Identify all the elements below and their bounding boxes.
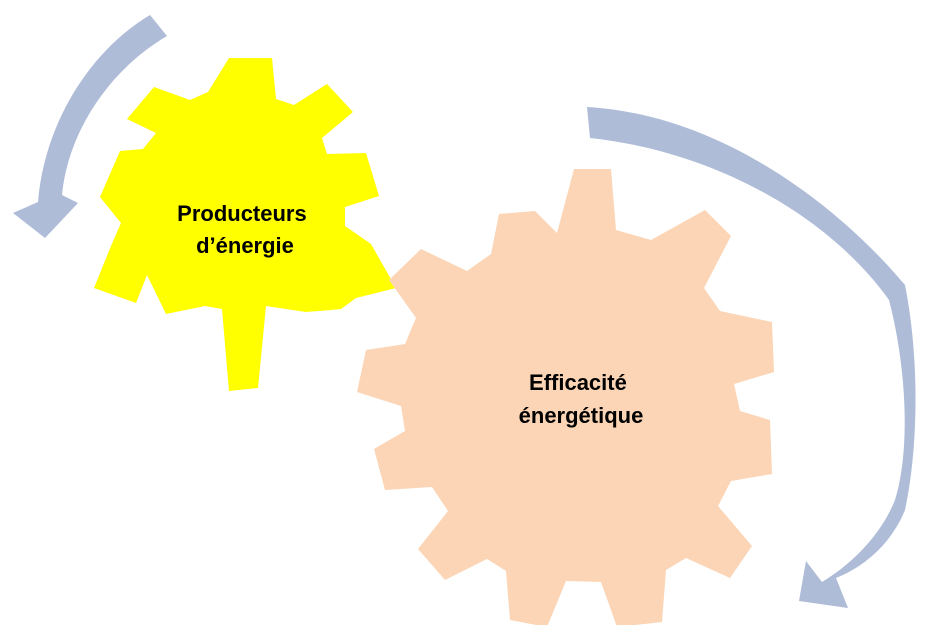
gear-producteurs-label-line-2: d’énergie [196, 233, 294, 258]
cycle-arrow-right [587, 107, 916, 608]
gear-producteurs-energie [94, 58, 396, 391]
gear-producteurs-label-line-1: Producteurs [177, 201, 307, 226]
gear-efficacite-label-line-2: énergétique [519, 403, 644, 428]
gear-efficacite-label-line-1: Efficacité [529, 370, 627, 395]
gear-efficacite-energetique [357, 169, 774, 625]
gear-producteurs-label: Producteurs d’énergie [177, 201, 313, 258]
gear-efficacite-label: Efficacité énergétique [519, 370, 644, 428]
cycle-arrow-top-left [13, 15, 167, 238]
